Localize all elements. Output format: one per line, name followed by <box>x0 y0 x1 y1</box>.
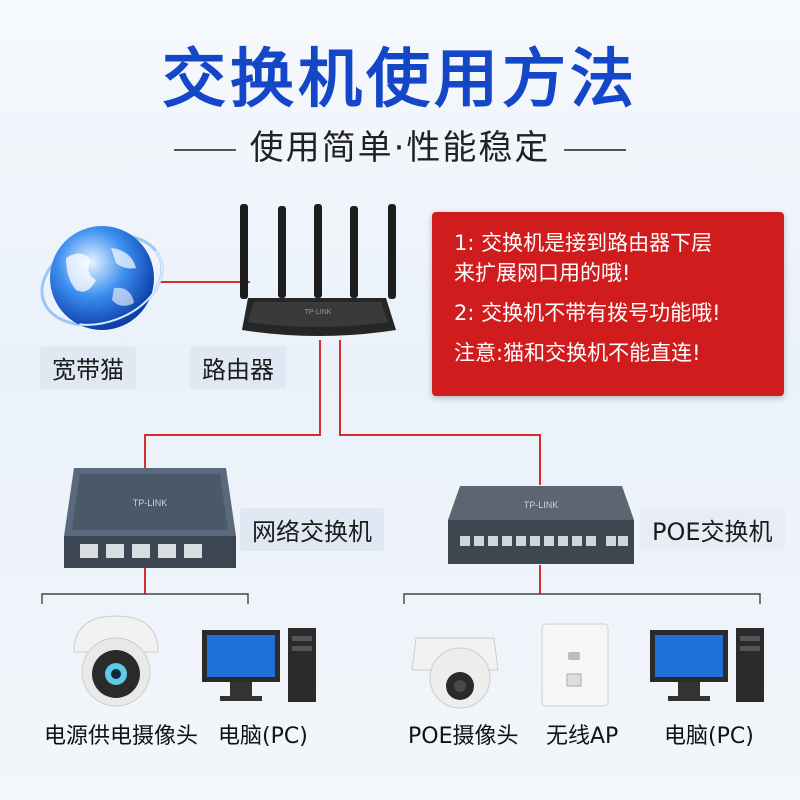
router-image: TP-LINK <box>240 204 396 336</box>
notice-line-2: 2: 交换机不带有拨号功能哦! <box>454 301 721 325</box>
caption-powered-camera: 电源供电摄像头 <box>44 724 199 749</box>
poe-switch-image: TP-LINK <box>448 486 634 564</box>
page-title: 交换机使用方法 <box>162 43 638 117</box>
pc-right-icon <box>650 628 764 702</box>
left-bracket <box>41 593 249 604</box>
notice-line-1: 1: 交换机是接到路由器下层 <box>454 231 713 255</box>
right-bracket <box>403 593 761 604</box>
subtitle-text: 使用简单·性能稳定 <box>249 128 551 168</box>
dome-camera-icon <box>73 615 159 707</box>
notice-box: 1: 交换机是接到路由器下层 来扩展网口用的哦! 2: 交换机不带有拨号功能哦!… <box>432 212 784 396</box>
network-switch-label: 网络交换机 <box>240 508 384 551</box>
subtitle-dash-left <box>173 148 236 151</box>
notice-item-1: 1: 交换机是接到路由器下层 来扩展网口用的哦! <box>454 228 784 288</box>
switch-brand: TP-LINK <box>133 498 168 508</box>
pc-left-icon <box>202 628 316 702</box>
caption-pc-right: 电脑(PC) <box>664 724 754 749</box>
subtitle-dash-right <box>564 148 627 151</box>
caption-poe-camera: POE摄像头 <box>408 724 519 749</box>
poe-camera-icon <box>411 637 499 709</box>
notice-line-3: 注意:猫和交换机不能直连! <box>454 341 701 365</box>
router-poe-line <box>339 340 541 485</box>
network-switch-image: TP-LINK <box>64 468 236 568</box>
caption-pc-left: 电脑(PC) <box>218 724 308 749</box>
poe-brand: TP-LINK <box>524 500 559 510</box>
modem-label: 宽带猫 <box>40 346 136 389</box>
notice-line-1b: 来扩展网口用的哦! <box>454 261 631 285</box>
globe-icon <box>40 226 164 330</box>
wireless-ap-icon <box>541 623 609 707</box>
poe-switch-label: POE交换机 <box>640 508 785 551</box>
router-label: 路由器 <box>190 346 286 389</box>
router-switch-line <box>144 340 321 470</box>
router-brand: TP-LINK <box>305 309 332 316</box>
caption-wireless-ap: 无线AP <box>546 724 619 749</box>
page-subtitle: 使用简单·性能稳定 <box>0 120 800 169</box>
